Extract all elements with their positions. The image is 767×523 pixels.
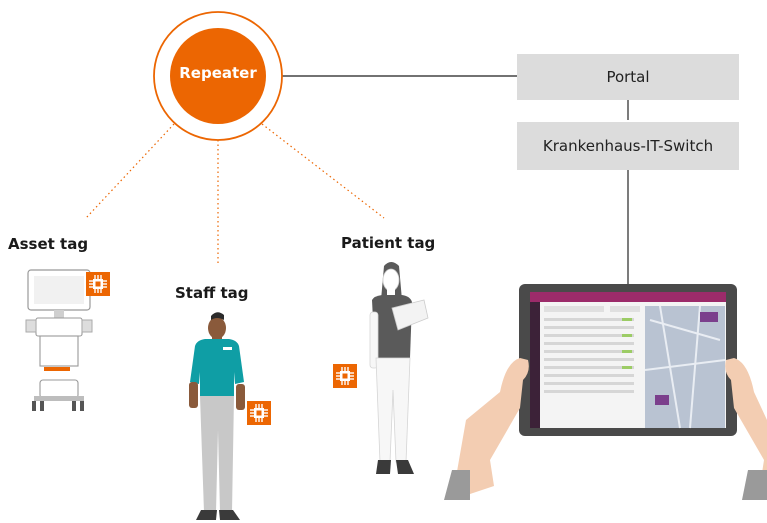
portal-label: Portal	[606, 68, 650, 86]
hands-icon	[444, 358, 767, 500]
patient-person-icon	[369, 262, 429, 474]
staff-person-icon	[189, 312, 245, 520]
staff-tag-label: Staff tag	[175, 284, 249, 302]
switch-label: Krankenhaus-IT-Switch	[542, 137, 714, 155]
repeater-asset-link	[85, 123, 175, 219]
switch-box: Krankenhaus-IT-Switch	[517, 122, 739, 170]
repeater-node	[153, 11, 283, 141]
patient-tag-label: Patient tag	[341, 234, 436, 252]
chip-icon	[85, 271, 111, 297]
asset-tag-label: Asset tag	[8, 235, 89, 253]
chip-icon	[332, 363, 358, 389]
repeater-label: Repeater	[179, 64, 257, 82]
repeater-patient-link	[261, 123, 385, 219]
chip-icon	[246, 400, 272, 426]
portal-box: Portal	[517, 54, 739, 100]
tablet-icon	[519, 284, 737, 436]
ultrasound-cart-icon	[25, 269, 93, 411]
